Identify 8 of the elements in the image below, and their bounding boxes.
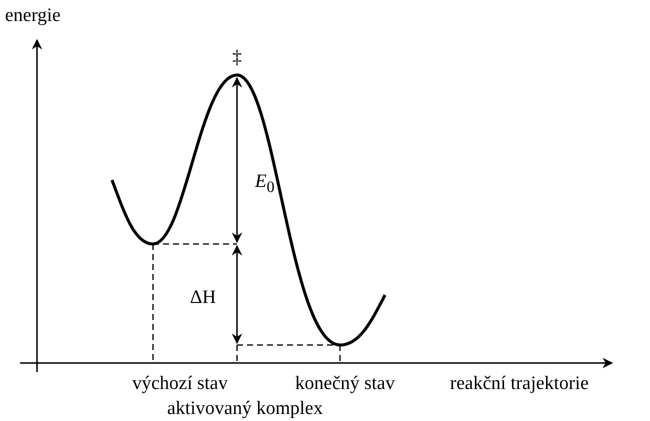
state-label: konečný stav <box>295 374 395 393</box>
quantity-label: E$_{0}$ <box>255 172 275 196</box>
state-label: výchozí stav <box>132 374 228 393</box>
axis-label: reakční trajektorie <box>450 374 589 393</box>
transition-state-symbol: ‡ <box>232 48 242 67</box>
axis-label: energie <box>5 6 61 25</box>
quantity-label: ΔH <box>190 288 216 307</box>
state-label: aktivovaný komplex <box>167 399 323 418</box>
